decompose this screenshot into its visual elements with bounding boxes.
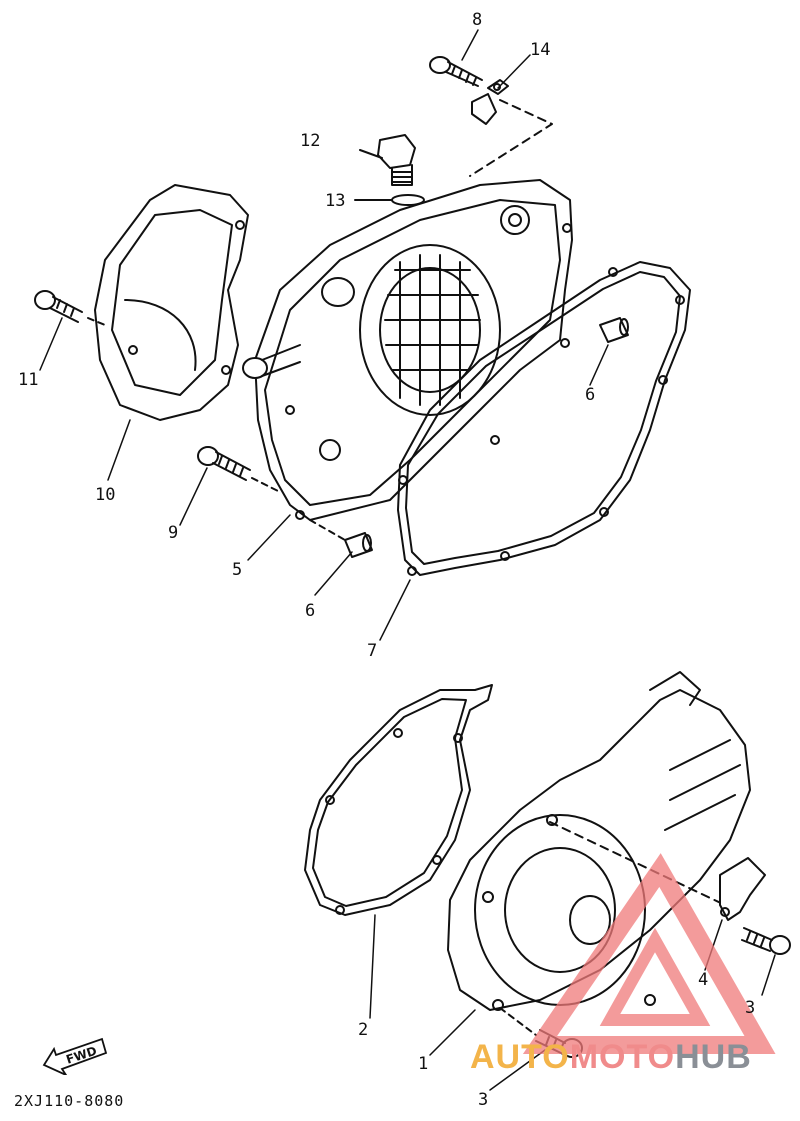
fwd-arrow-icon: FWD xyxy=(42,1037,108,1075)
callout-11: 11 xyxy=(18,370,39,390)
diagram-part-code: 2XJ110-8080 xyxy=(14,1092,125,1110)
fwd-label: FWD xyxy=(64,1044,98,1067)
watermark-text: AUTOMOTOHUB xyxy=(470,1038,752,1077)
callout-2: 2 xyxy=(358,1020,369,1040)
callout-12: 12 xyxy=(300,131,321,151)
callout-3-bottom: 3 xyxy=(478,1090,489,1110)
cover-10 xyxy=(94,184,249,421)
dowel-pin-6-upper xyxy=(599,317,629,343)
watermark-moto: MOTO xyxy=(569,1038,676,1076)
crankcase-cover-5 xyxy=(242,179,573,521)
bolt-3-right xyxy=(741,927,791,955)
clamp-4 xyxy=(719,857,766,921)
bolt-8 xyxy=(429,56,483,87)
callout-1: 1 xyxy=(418,1054,429,1074)
callout-3-right: 3 xyxy=(745,998,756,1018)
watermark-hub: HUB xyxy=(675,1038,752,1076)
watermark-logo-triangle xyxy=(522,853,776,1054)
callout-4: 4 xyxy=(698,970,709,990)
bolt-9 xyxy=(197,446,251,481)
callout-6-lower: 6 xyxy=(305,601,316,621)
dowel-pin-6-lower xyxy=(344,532,373,558)
gasket-2 xyxy=(304,684,493,916)
callout-14: 14 xyxy=(530,40,551,60)
callout-7: 7 xyxy=(367,641,378,661)
bolt-11 xyxy=(34,290,83,323)
callout-8: 8 xyxy=(472,10,483,30)
gasket-7 xyxy=(397,261,691,576)
callout-9: 9 xyxy=(168,523,179,543)
callout-13: 13 xyxy=(325,191,346,211)
callout-6-upper: 6 xyxy=(585,385,596,405)
oil-filler-cap-12 xyxy=(377,134,416,186)
watermark-auto: AUTO xyxy=(470,1038,570,1076)
callout-10: 10 xyxy=(95,485,116,505)
callout-5: 5 xyxy=(232,560,243,580)
